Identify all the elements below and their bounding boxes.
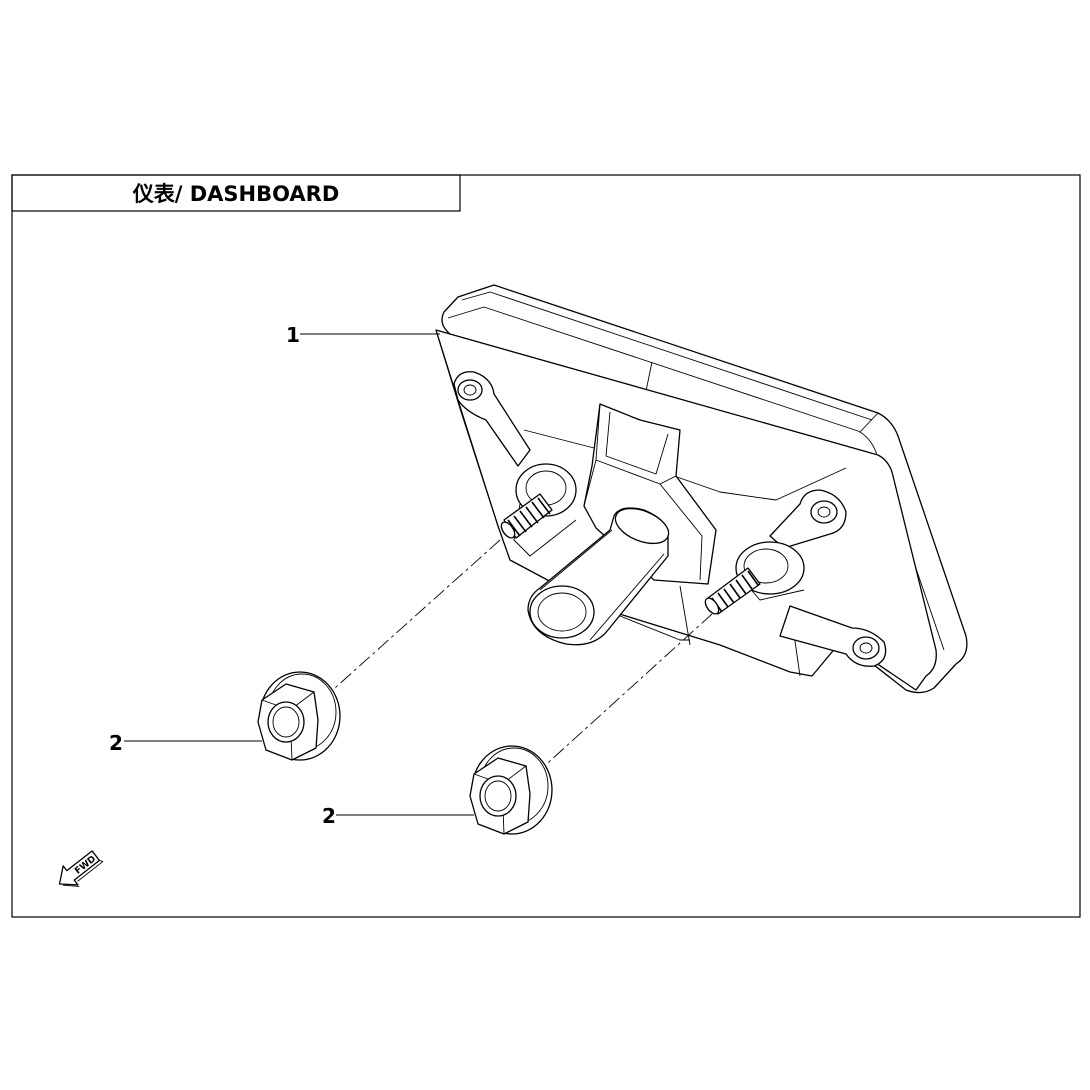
- stud-right: [704, 567, 761, 615]
- stud-left: [500, 493, 553, 539]
- callout-label-1: 1: [286, 323, 300, 347]
- callout-label-2-right: 2: [322, 804, 336, 828]
- callout-label-2-left: 2: [109, 731, 123, 755]
- assembly-line-right: [539, 613, 713, 771]
- callout-2-left: 2: [109, 731, 262, 755]
- flange-nut-left: [257, 671, 341, 761]
- flange-nut-right: [469, 745, 553, 835]
- drawing-frame: [11, 174, 1081, 918]
- diagram-title: 仪表/ DASHBOARD: [132, 182, 340, 206]
- assembly-line-left: [325, 539, 501, 697]
- fwd-arrow-icon: FWD: [58, 850, 104, 887]
- title-box: [11, 174, 461, 212]
- dashboard-assembly: [435, 284, 968, 694]
- callout-2-right: 2: [322, 804, 474, 828]
- callout-1: 1: [286, 323, 440, 347]
